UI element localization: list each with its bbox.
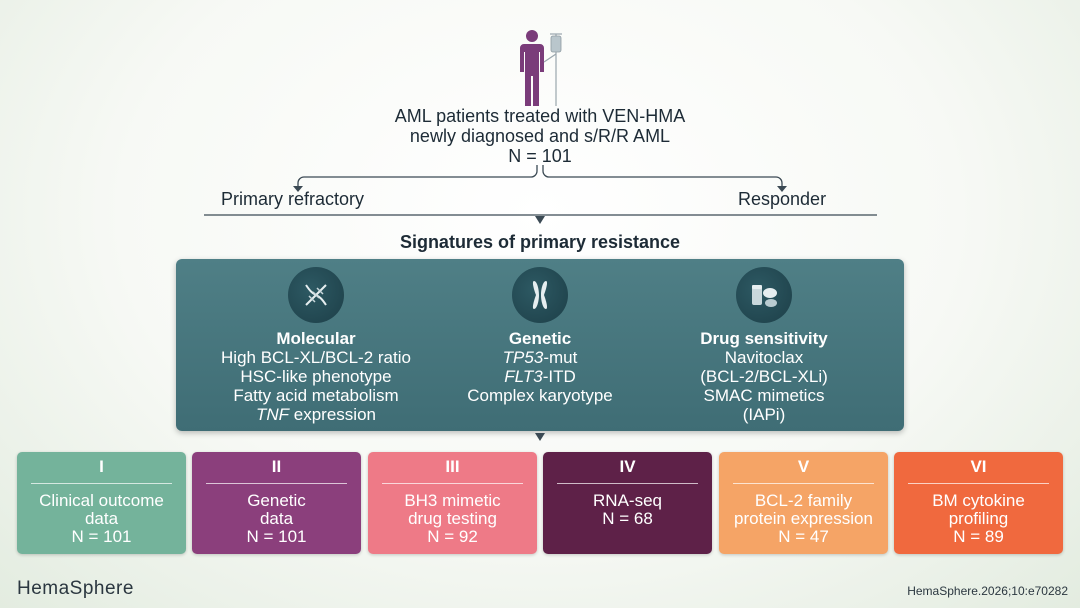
genetic-item: Complex karyotype	[467, 386, 613, 405]
molecular-item: High BCL-XL/BCL-2 ratio	[221, 348, 411, 367]
card-label: BCL-2 family	[754, 491, 853, 510]
card-numeral: IV	[619, 457, 636, 476]
card-numeral: II	[271, 457, 282, 476]
drug-item: (BCL-2/BCL-XLi)	[700, 367, 828, 386]
molecular-item: TNF expression	[196, 405, 436, 424]
card-label: BH3 mimetic	[404, 491, 501, 510]
pills-icon	[736, 267, 792, 323]
dataset-card-bcl2-protein: V BCL-2 family protein expression N = 47	[719, 452, 888, 554]
molecular-item-suffix: expression	[289, 405, 376, 424]
card-label: Genetic	[247, 491, 306, 510]
gene-name: TNF	[256, 405, 290, 424]
cohort-header: AML patients treated with VEN-HMA newly …	[340, 106, 740, 166]
signature-molecular: Molecular High BCL-XL/BCL-2 ratio HSC-li…	[196, 267, 436, 424]
dataset-card-clinical: I Clinical outcome data N = 101	[17, 452, 186, 554]
card-label: drug testing	[408, 509, 497, 528]
card-divider	[382, 483, 523, 484]
genetic-item: TP53-mut	[420, 348, 660, 367]
card-divider	[908, 483, 1049, 484]
patient-with-iv-icon	[520, 30, 562, 106]
down-arrow	[535, 433, 545, 441]
card-label: BM cytokine	[932, 491, 1025, 510]
chromosome-icon	[512, 267, 568, 323]
card-label: profiling	[948, 509, 1009, 528]
down-arrow	[535, 216, 545, 224]
cohort-line-1: AML patients treated with VEN-HMA	[394, 106, 686, 126]
gene-name: TP53	[502, 348, 544, 367]
dataset-card-bh3: III BH3 mimetic drug testing N = 92	[368, 452, 537, 554]
card-numeral: I	[99, 457, 104, 476]
signature-drug-sensitivity: Drug sensitivity Navitoclax (BCL-2/BCL-X…	[644, 267, 884, 424]
journal-brand: HemaSphere	[17, 578, 134, 599]
card-numeral: III	[445, 457, 460, 476]
molecular-title: Molecular	[276, 329, 356, 348]
card-count: N = 101	[246, 527, 307, 546]
dataset-card-genetic: II Genetic data N = 101	[192, 452, 361, 554]
branch-responder: Responder	[738, 189, 827, 209]
card-count: N = 47	[778, 527, 829, 546]
molecular-item: HSC-like phenotype	[240, 367, 392, 386]
card-divider	[31, 483, 172, 484]
genetic-item-suffix: -ITD	[542, 367, 576, 386]
drug-item: Navitoclax	[724, 348, 804, 367]
drug-item: SMAC mimetics	[703, 386, 825, 405]
drug-title: Drug sensitivity	[700, 329, 828, 348]
dna-icon	[288, 267, 344, 323]
card-divider	[733, 483, 874, 484]
card-count: N = 89	[953, 527, 1004, 546]
card-label: data	[259, 509, 294, 528]
card-label: Clinical outcome	[39, 491, 164, 510]
card-label: RNA-seq	[593, 491, 662, 510]
card-label: data	[84, 509, 119, 528]
card-count: N = 92	[427, 527, 478, 546]
card-numeral: VI	[970, 457, 987, 476]
signature-genetic: Genetic TP53-mut FLT3-ITD Complex karyot…	[420, 267, 660, 405]
genetic-item-suffix: -mut	[543, 348, 578, 367]
genetic-item: FLT3-ITD	[420, 367, 660, 386]
molecular-item: Fatty acid metabolism	[233, 386, 399, 405]
genetic-title: Genetic	[508, 329, 572, 348]
signatures-title: Signatures of primary resistance	[399, 232, 681, 252]
card-label: protein expression	[734, 509, 873, 528]
cohort-line-2: newly diagnosed and s/R/R AML	[409, 126, 671, 146]
signatures-panel: Molecular High BCL-XL/BCL-2 ratio HSC-li…	[176, 259, 904, 431]
card-count: N = 101	[71, 527, 132, 546]
citation: HemaSphere.2026;10:e70282	[907, 584, 1068, 598]
card-numeral: V	[797, 457, 810, 476]
card-count: N = 68	[602, 509, 653, 528]
dataset-card-cytokine: VI BM cytokine profiling N = 89	[894, 452, 1063, 554]
cohort-count: N = 101	[508, 146, 572, 166]
drug-item: (IAPi)	[742, 405, 786, 424]
dataset-card-rnaseq: IV RNA-seq N = 68	[543, 452, 712, 554]
branch-primary-refractory: Primary refractory	[221, 189, 365, 209]
card-divider	[557, 483, 698, 484]
gene-name: FLT3	[504, 367, 543, 386]
card-divider	[206, 483, 347, 484]
